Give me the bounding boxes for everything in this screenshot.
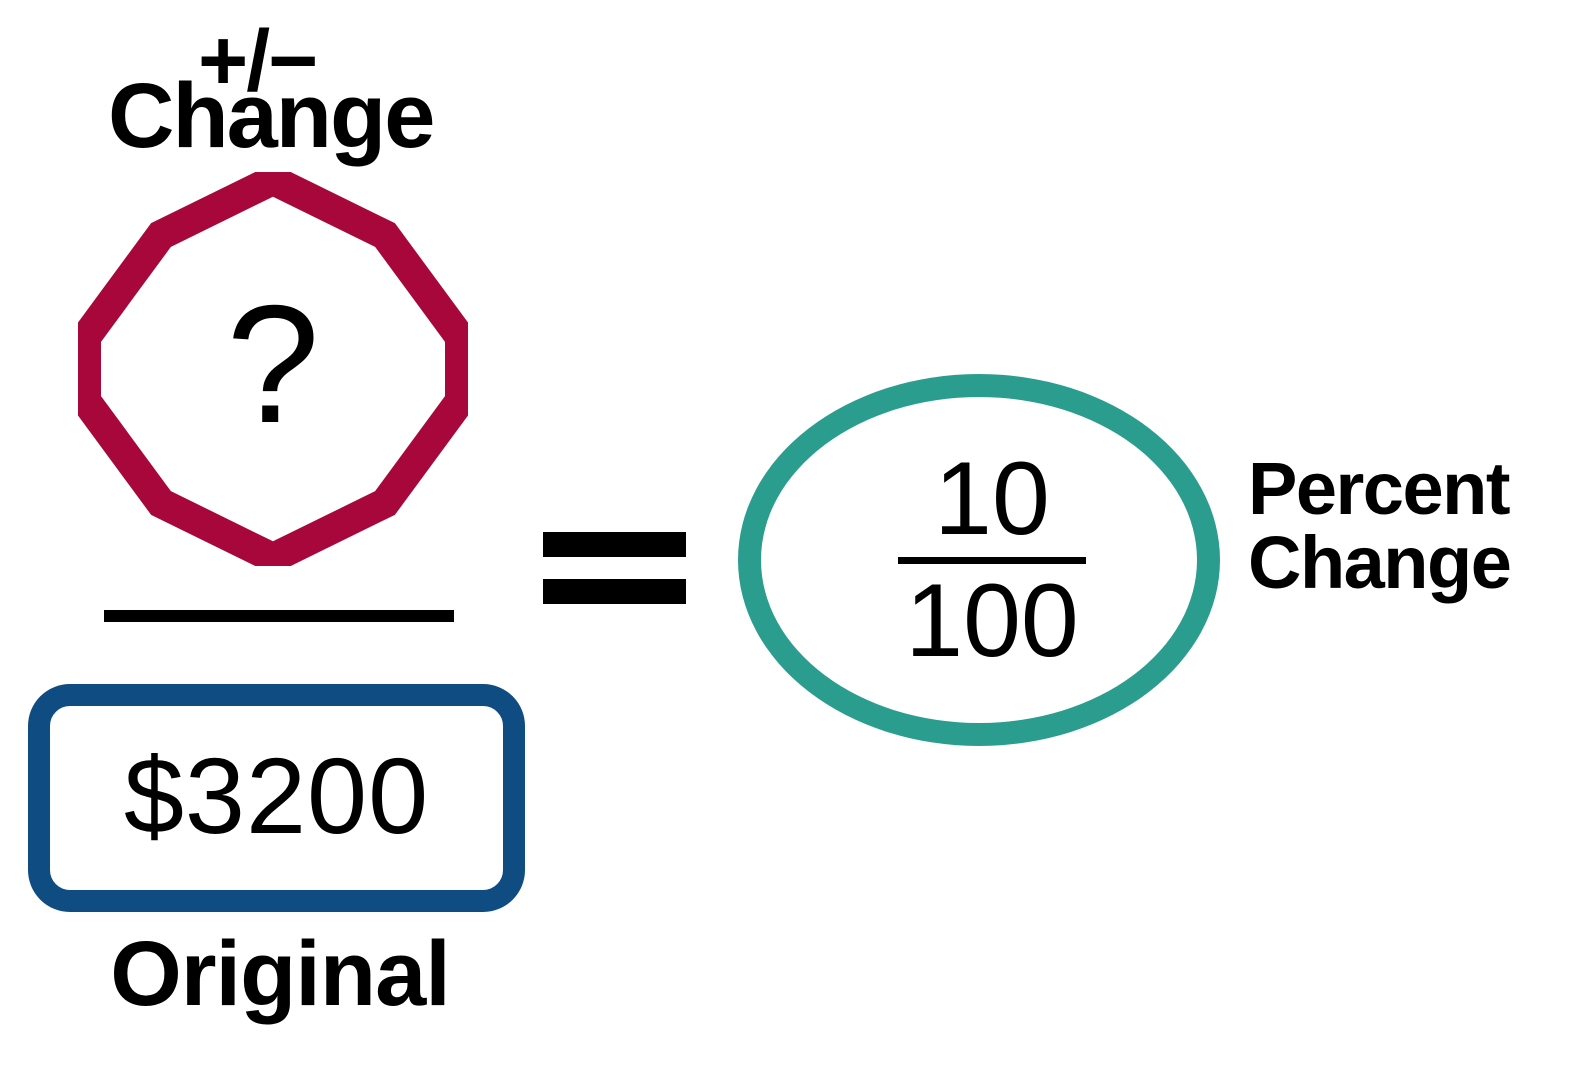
octagon-icon [78, 172, 468, 566]
original-value-box: $3200 [28, 684, 525, 912]
change-word: Change [108, 65, 435, 167]
result-fraction: 10 100 [738, 374, 1220, 746]
result-numerator: 10 [934, 441, 1050, 558]
change-label: +/− Change [108, 13, 468, 162]
main-fraction-bar [104, 610, 454, 622]
equals-bar-bottom [543, 579, 686, 604]
equals-bar-top [543, 532, 686, 557]
plus-minus-superscript: +/− [198, 13, 318, 109]
result-fraction-bar [898, 556, 1086, 564]
original-label: Original [110, 923, 451, 1025]
percent-change-line-2: Change [1248, 521, 1512, 604]
result-denominator: 100 [905, 562, 1079, 679]
original-value: $3200 [123, 735, 430, 856]
result-ellipse: 10 100 [738, 374, 1220, 746]
change-octagon: ? [78, 172, 468, 566]
question-mark-placeholder: ? [226, 270, 320, 458]
percent-change-line-1: Percent [1248, 447, 1510, 530]
equals-sign-icon [543, 532, 686, 604]
percent-change-label: Percent Change [1248, 452, 1578, 600]
